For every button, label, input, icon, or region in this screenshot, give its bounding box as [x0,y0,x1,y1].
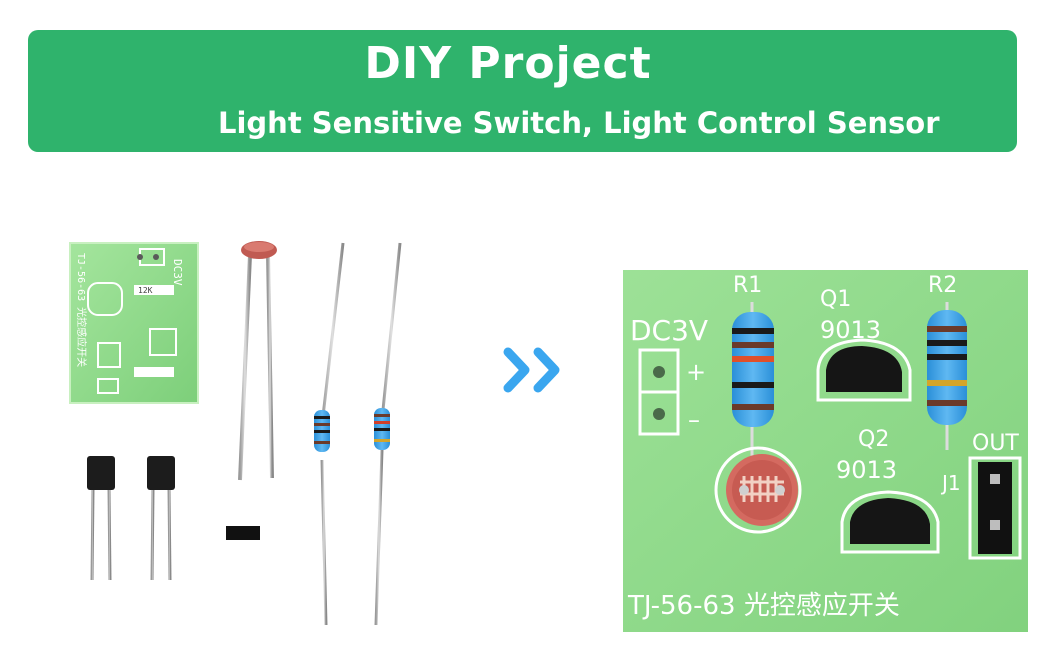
pcb-j1-label: J1 [940,471,961,495]
pcb-out-label: OUT [972,431,1019,456]
double-chevron-right-icon [503,347,560,393]
pcb-power-label: DC3V [630,314,708,347]
pcb-q2-label: Q2 [858,427,889,452]
small-pcb: DC3V 12K TJ-56-63 光控感应开关 [69,242,199,404]
pcb-footer-label: TJ-56-63 光控感应开关 [627,591,900,621]
banner-title: DIY Project [364,38,652,89]
pcb-minus-label: – [688,406,700,434]
photoresistor [238,241,277,481]
pin-header [226,505,260,580]
pcb-r2-label: R2 [928,273,957,298]
small-pcb-footer: TJ-56-63 光控感应开关 [75,253,88,367]
small-pcb-r1-value: 12K [138,286,153,295]
assembled-pcb: DC3V + – R1 R2 Q1 9013 Q2 9013 [623,270,1028,632]
pcb-q1-label: Q1 [820,287,851,312]
title-banner: DIY Project Light Sensitive Switch, Ligh… [28,30,1017,152]
resistor-1 [314,242,345,626]
transistor-2 [147,456,175,581]
kit-illustration: DC3V 12K TJ-56-63 光控感应开关 [69,241,1028,632]
small-pcb-power-label: DC3V [171,259,184,286]
pcb-plus-label: + [686,358,706,386]
transistor-1 [87,456,115,581]
pcb-q2-part: 9013 [836,456,897,484]
banner-subtitle: Light Sensitive Switch, Light Control Se… [218,106,940,140]
pcb-r1-label: R1 [733,273,762,298]
resistor-2 [374,242,402,626]
